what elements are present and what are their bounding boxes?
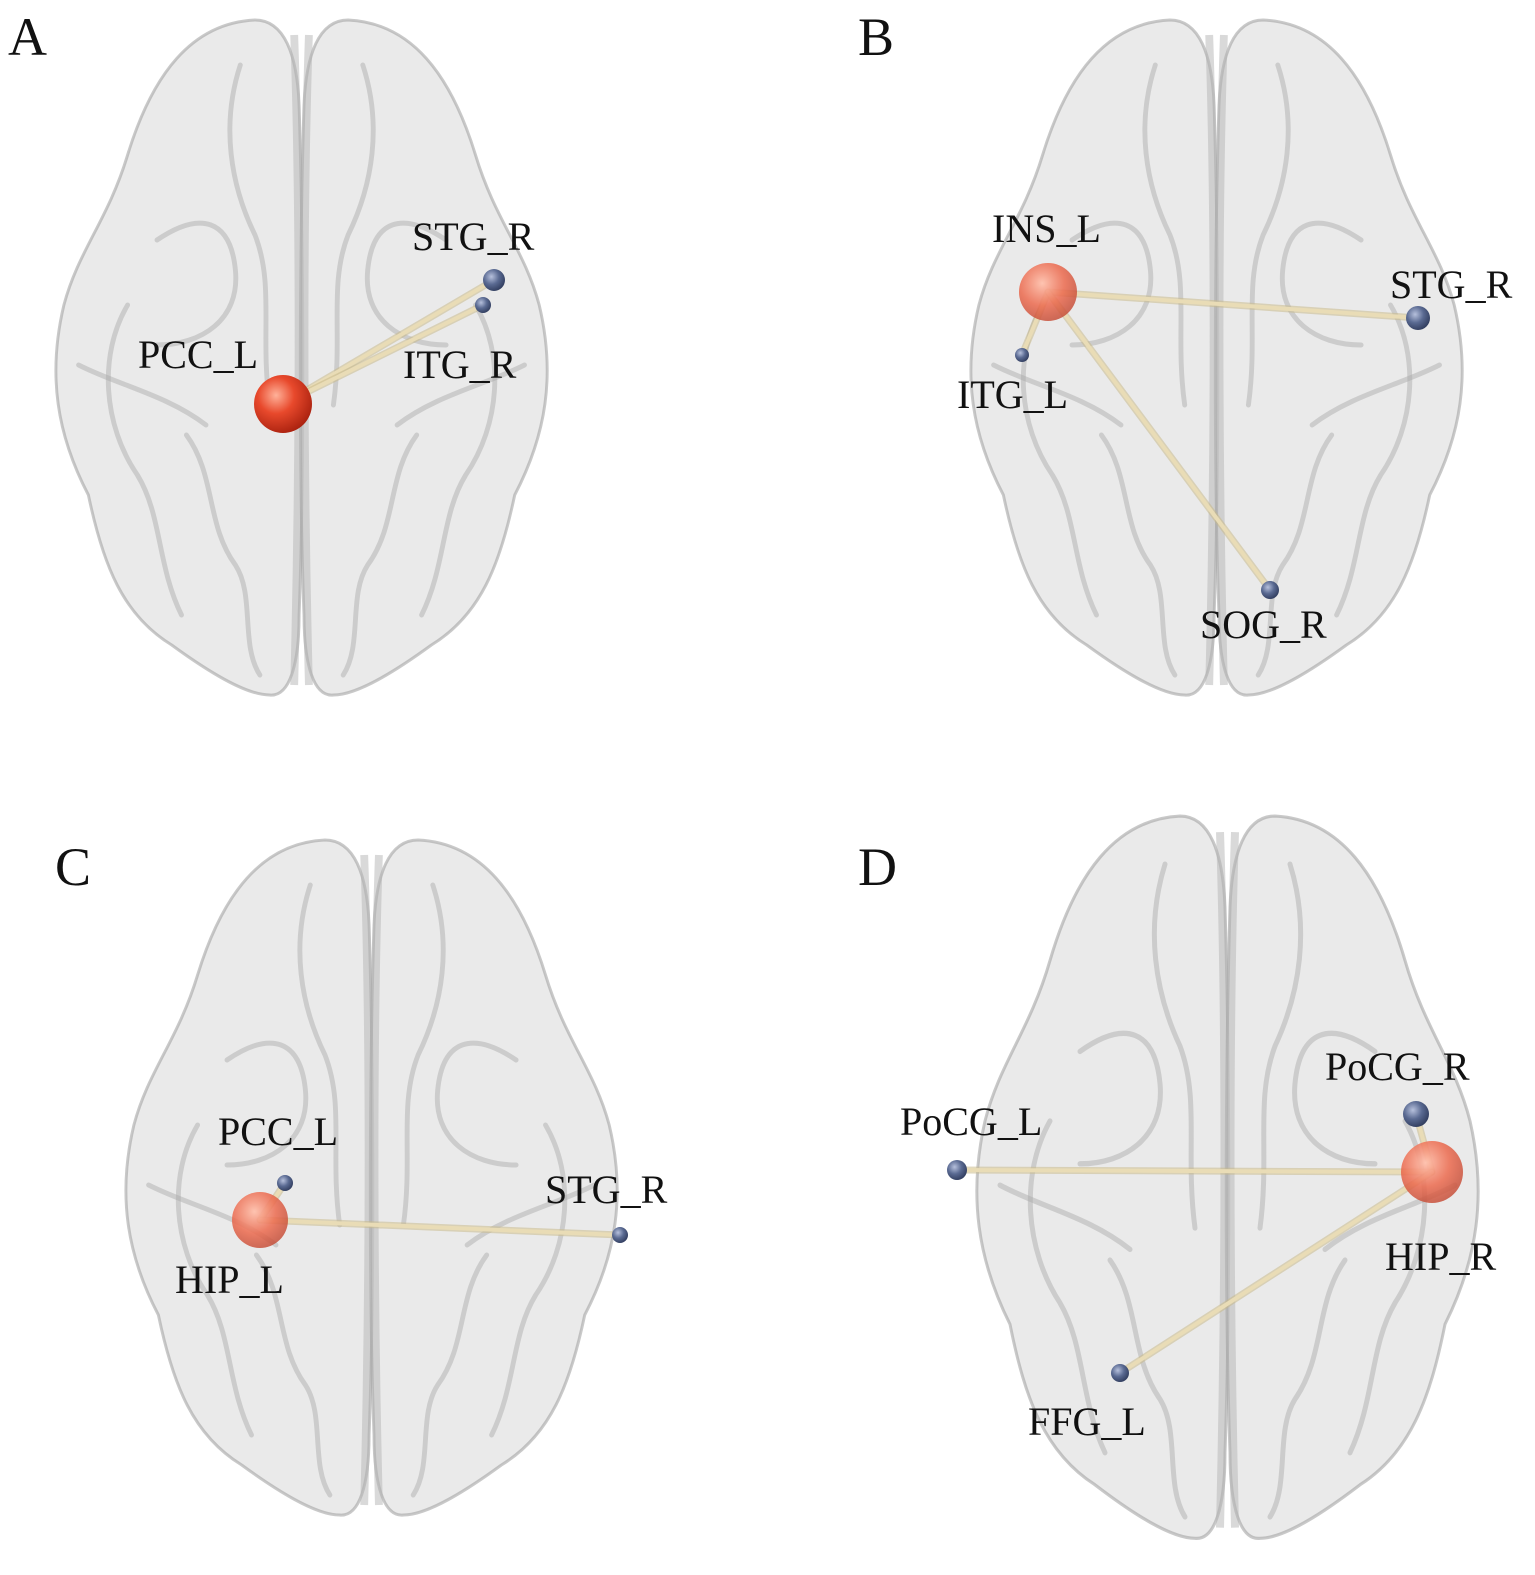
node-itg_r [475, 297, 491, 313]
panel-d: D HIP_R PoCG_R PoCG_L FFG_L [858, 816, 1496, 1538]
edge-PCC_L-ITG_R [281, 303, 485, 406]
panel-b: B INS_L ITG_L STG_R SOG_R [858, 7, 1513, 695]
node-label-pocg_l: PoCG_L [900, 1099, 1042, 1144]
node-label-itg_l: ITG_L [957, 372, 1068, 417]
node-label-pcc_l: PCC_L [138, 332, 258, 377]
node-label-ffg_l: FFG_L [1028, 1399, 1146, 1444]
panel-letter: C [55, 837, 91, 897]
node-pcc_l [277, 1175, 293, 1191]
node-pocg_r [1403, 1101, 1429, 1127]
edge-HIP_R-PoCG_L [955, 1168, 1434, 1174]
node-stg_r [612, 1227, 628, 1243]
panel-a: A PCC_L STG_R ITG_R [8, 7, 547, 695]
node-label-pcc_l: PCC_L [218, 1109, 338, 1154]
node-itg_l [1015, 348, 1029, 362]
node-pocg_l [947, 1160, 967, 1180]
node-label-stg_r: STG_R [545, 1167, 668, 1212]
hub-node-pcc_l [254, 375, 312, 433]
node-label-stg_r: STG_R [412, 214, 535, 259]
edge-HIP_L-STG_R [258, 1218, 622, 1237]
node-ffg_l [1111, 1364, 1129, 1382]
edge-INS_L-SOG_R [1046, 290, 1272, 592]
node-label-pocg_r: PoCG_R [1325, 1044, 1470, 1089]
node-stg_r [483, 269, 505, 291]
node-stg_r [1406, 306, 1430, 330]
panel-letter: D [858, 837, 897, 897]
brain-outline [971, 20, 1462, 695]
node-label-stg_r: STG_R [1390, 262, 1513, 307]
hub-node-hip_r [1401, 1141, 1463, 1203]
node-label-hip_l: HIP_L [175, 1257, 284, 1302]
panel-letter: A [8, 7, 47, 67]
panel-letter: B [858, 7, 894, 67]
panel-c: C HIP_L PCC_L STG_R [55, 837, 668, 1515]
brain-outline [126, 840, 617, 1515]
edge-HIP_R-FFG_L [1118, 1170, 1434, 1375]
node-sog_r [1261, 581, 1279, 599]
node-label-ins_l: INS_L [992, 206, 1101, 251]
node-label-itg_r: ITG_R [403, 342, 517, 387]
node-label-hip_r: HIP_R [1385, 1234, 1496, 1279]
hub-node-ins_l [1019, 263, 1077, 321]
hub-node-hip_l [232, 1192, 288, 1248]
edge-INS_L-STG_R [1046, 290, 1420, 320]
node-label-sog_r: SOG_R [1200, 602, 1327, 647]
